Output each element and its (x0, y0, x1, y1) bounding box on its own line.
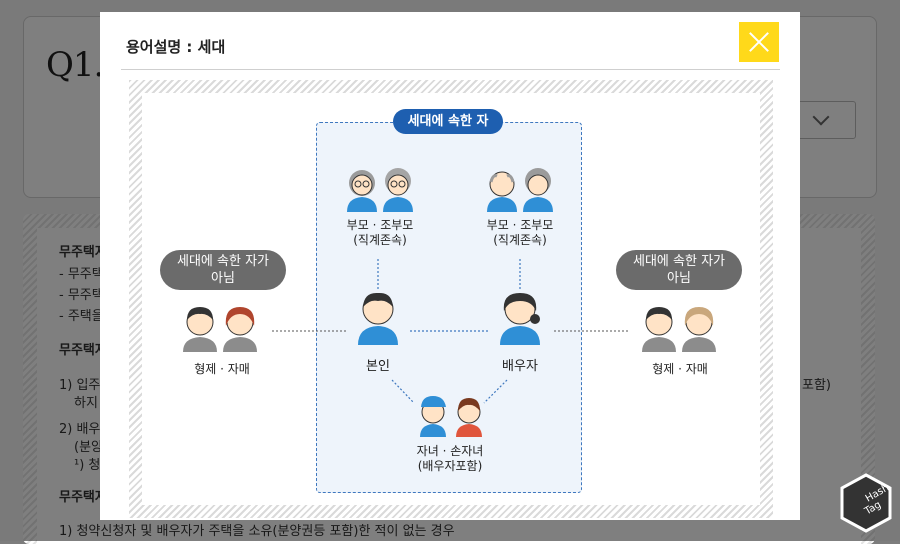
grandparents-right-label: 부모 · 조부모 (직계존속) (483, 218, 557, 248)
title-divider (121, 69, 780, 70)
not-household-right-pill: 세대에 속한 자가 아님 (616, 250, 742, 290)
diagram-canvas: 세대에 속한 자 부모 · 조부모 (직계존속) (142, 93, 760, 505)
household-diagram: 세대에 속한 자 부모 · 조부모 (직계존속) (129, 80, 773, 518)
diagram-connectors (272, 259, 630, 404)
spouse-label: 배우자 (502, 359, 538, 374)
self-icon (358, 292, 398, 345)
grandparents-right-line2: (직계존속) (493, 233, 547, 247)
not-household-right-line1: 세대에 속한 자가 (633, 254, 725, 269)
siblings-left-icon (183, 307, 257, 352)
connector-spouse-children (483, 379, 508, 404)
modal-title: 용어설명 : 세대 (126, 38, 226, 56)
children-line1: 자녀 · 손자녀 (416, 444, 484, 458)
siblings-left-label: 형제 · 자매 (194, 362, 250, 376)
hashtag-logo: Hash Tag (840, 473, 892, 533)
grandparents-left-icon (347, 168, 413, 212)
grandparents-left-line1: 부모 · 조부모 (346, 218, 414, 232)
not-household-left-pill: 세대에 속한 자가 아님 (160, 250, 286, 290)
close-button[interactable] (739, 22, 779, 62)
self-label: 본인 (366, 359, 390, 374)
siblings-right-label: 형제 · 자매 (652, 362, 708, 376)
children-label: 자녀 · 손자녀 (배우자포함) (404, 444, 496, 474)
household-tag: 세대에 속한 자 (393, 109, 503, 134)
not-household-right-line2: 아님 (667, 271, 691, 286)
not-household-left-line1: 세대에 속한 자가 (177, 254, 269, 269)
connector-self-children (391, 379, 415, 404)
term-modal: 용어설명 : 세대 세대에 속한 자 (100, 12, 800, 520)
spouse-icon (500, 293, 540, 345)
grandparents-left-line2: (직계존속) (353, 233, 407, 247)
grandparents-right-line1: 부모 · 조부모 (486, 218, 554, 232)
children-line2: (배우자포함) (417, 459, 483, 473)
not-household-left-line2: 아님 (211, 271, 235, 286)
grandparents-right-icon (487, 168, 553, 212)
children-icon (420, 396, 482, 437)
grandparents-left-label: 부모 · 조부모 (직계존속) (343, 218, 417, 248)
siblings-right-icon (642, 307, 716, 352)
